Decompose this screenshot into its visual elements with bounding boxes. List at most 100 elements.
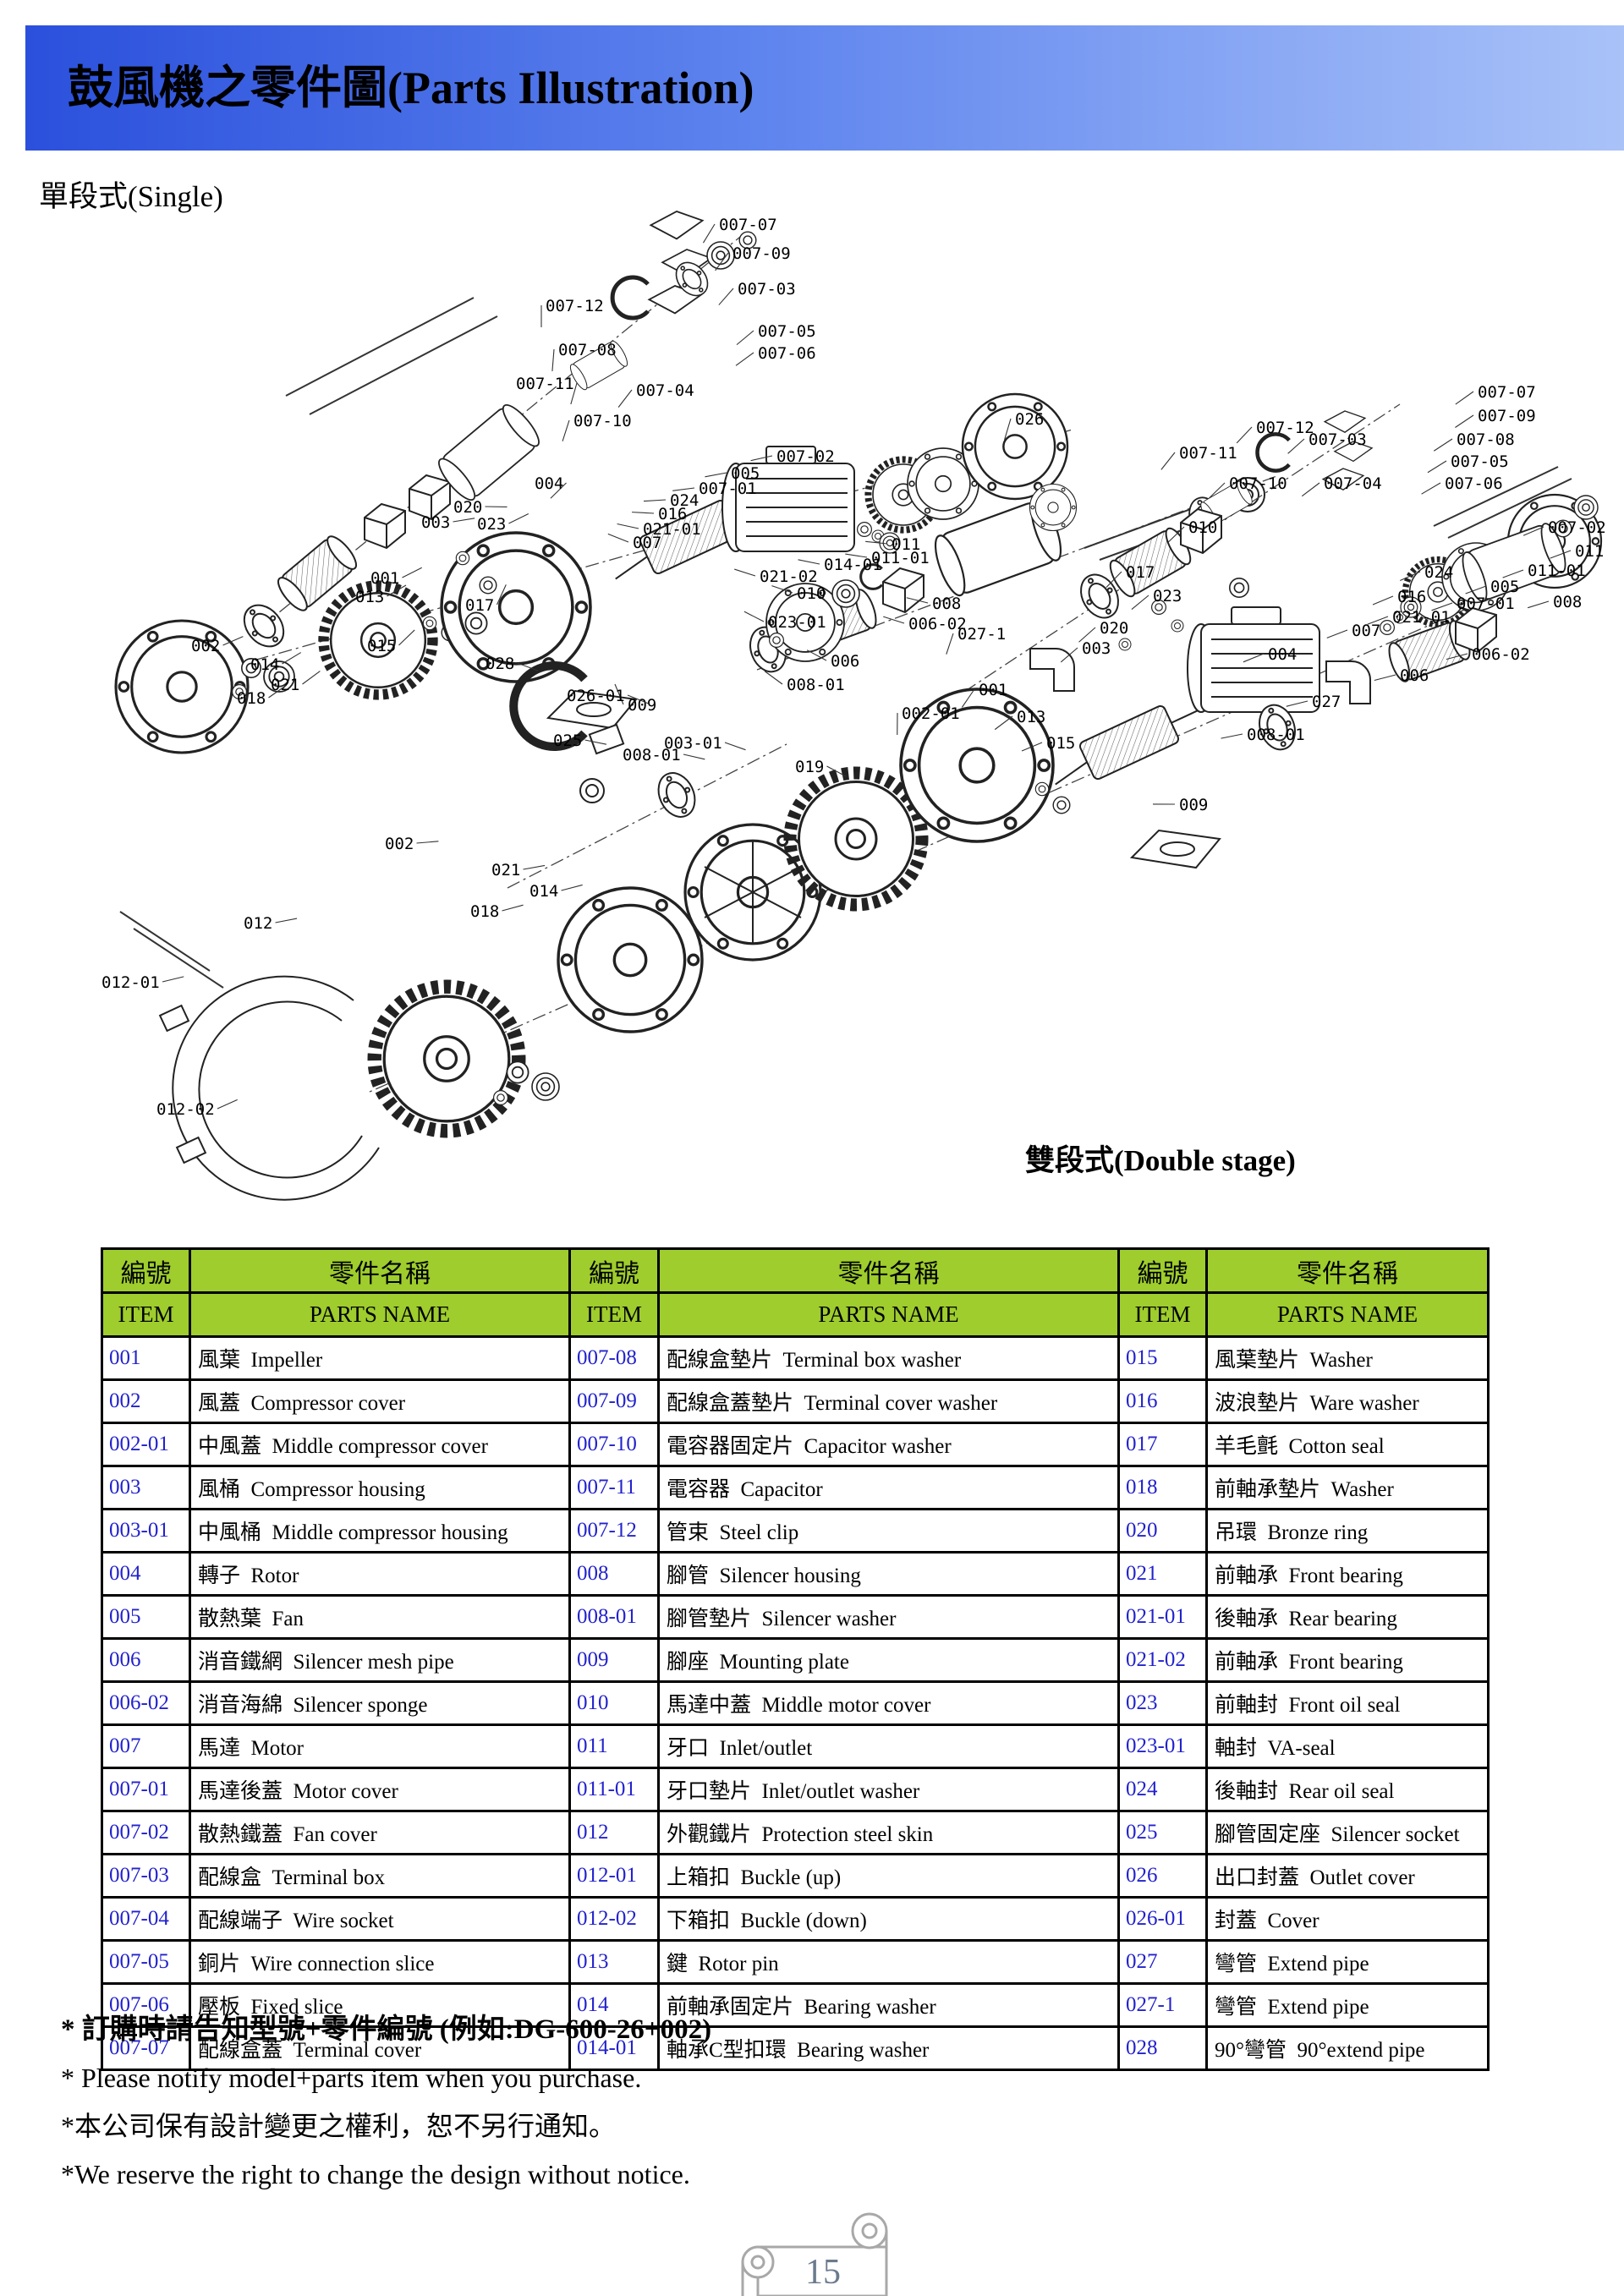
col-header-item-en: ITEM (101, 1291, 191, 1338)
label-leader-line (1221, 733, 1243, 739)
part-name-cell: 配線端子 Wire socket (189, 1896, 571, 1942)
part-label: 027-1 (957, 625, 1006, 644)
part-label: 024 (1424, 563, 1453, 582)
item-number-cell: 007 (101, 1723, 191, 1769)
label-leader-line (1502, 569, 1524, 578)
label-leader-line (1367, 616, 1389, 625)
part-label: 027 (1312, 693, 1341, 711)
col-header-name-zh: 零件名稱 (1205, 1247, 1490, 1294)
part-name-cell: 羊毛氈 Cotton seal (1205, 1422, 1490, 1467)
part-label: 026 (1015, 410, 1044, 429)
label-leader-line (496, 584, 507, 606)
label-leader-line (1167, 526, 1185, 543)
part-label: 018 (470, 902, 499, 921)
item-number-cell: 023-01 (1117, 1723, 1208, 1769)
part-label: 020 (453, 498, 482, 517)
note-line: *本公司保有設計變更之權利，恕不另行通知。 (61, 2111, 617, 2141)
part-label: 007-07 (719, 216, 777, 234)
label-leader-line (1446, 653, 1468, 660)
page-number: 15 (805, 2253, 841, 2292)
part-label: 001 (370, 569, 399, 588)
part-name-cell: 風蓋 Compressor cover (189, 1378, 571, 1424)
part-label: 014 (529, 882, 558, 901)
label-leader-line (1433, 438, 1453, 452)
item-number-cell: 013 (568, 1939, 660, 1985)
item-number-cell: 007-09 (568, 1378, 660, 1424)
part-label: 007-07 (1478, 383, 1536, 402)
part-name-cell: 中風蓋 Middle compressor cover (189, 1422, 571, 1467)
item-number-cell: 012-02 (568, 1896, 660, 1942)
part-label: 023 (477, 515, 506, 534)
item-number-cell: 003-01 (101, 1508, 191, 1553)
item-number-cell: 021 (1117, 1551, 1208, 1597)
part-label: 007-10 (1229, 474, 1287, 493)
item-number-cell: 001 (101, 1335, 191, 1381)
part-name-cell: 吊環 Bronze ring (1205, 1508, 1490, 1553)
part-label: 001 (979, 681, 1007, 699)
part-label: 028 (486, 655, 514, 673)
part-name-cell: 馬達後蓋 Motor cover (189, 1767, 571, 1812)
part-label: 026-01 (567, 687, 625, 705)
part-label: 009 (628, 696, 656, 715)
label-leader-line (416, 841, 439, 844)
part-name-cell: 腳管 Silencer housing (657, 1551, 1120, 1597)
part-name-cell: 前軸承 Front bearing (1205, 1551, 1490, 1597)
part-label: 007-11 (516, 375, 574, 393)
label-leader-line (302, 671, 321, 685)
part-name-cell: 消音海綿 Silencer sponge (189, 1680, 571, 1726)
label-leader-line (570, 382, 578, 405)
part-label: 008-01 (623, 746, 681, 764)
label-leader-line (1427, 460, 1447, 474)
label-leader-line (1060, 647, 1078, 663)
item-number-cell: 008 (568, 1551, 660, 1597)
label-leader-line (1209, 482, 1226, 499)
label-leader-line (453, 518, 475, 523)
table-header-row-zh: 編號 零件名稱 編號 零件名稱 編號 零件名稱 (101, 1247, 1490, 1294)
label-leader-line (1004, 418, 1012, 441)
part-label: 008-01 (1247, 726, 1305, 744)
label-leader-line (883, 616, 905, 624)
col-header-name-zh: 零件名稱 (657, 1247, 1120, 1294)
label-leader-line (1374, 674, 1396, 682)
part-label: 023 (1153, 587, 1182, 606)
label-leader-line (162, 976, 184, 983)
note-line: * Please notify model+parts item when yo… (61, 2063, 642, 2093)
item-number-cell: 010 (568, 1680, 660, 1726)
label-leader-line (508, 513, 529, 524)
item-number-cell: 007-02 (101, 1810, 191, 1855)
part-label: 011-01 (1528, 562, 1586, 580)
item-number-cell: 017 (1117, 1422, 1208, 1467)
part-label: 013 (355, 588, 384, 606)
part-label: 007-04 (1324, 474, 1382, 493)
part-label: 007-11 (1179, 444, 1237, 463)
part-label: 012 (244, 914, 272, 933)
label-leader-line (1465, 585, 1487, 595)
part-name-cell: 波浪墊片 Ware washer (1205, 1378, 1490, 1424)
part-label: 017 (1126, 563, 1155, 582)
part-label: 011 (1575, 542, 1604, 561)
part-label: 005 (1490, 578, 1519, 596)
item-number-cell: 021-01 (1117, 1594, 1208, 1640)
item-number-cell: 014-01 (568, 2025, 660, 2071)
part-label: 020 (1100, 619, 1128, 638)
part-label: 025 (553, 732, 582, 750)
part-label: 021 (491, 861, 520, 879)
part-name-cell: 配線盒蓋墊片 Terminal cover washer (657, 1378, 1120, 1424)
label-leader-line (994, 715, 1013, 731)
item-number-cell: 006 (101, 1637, 191, 1683)
item-number-cell: 007-03 (101, 1853, 191, 1899)
label-leader-line (826, 765, 847, 777)
part-label: 002 (191, 637, 220, 655)
part-name-cell: 配線盒蓋 Terminal cover (189, 2025, 571, 2071)
part-label: 012-01 (102, 973, 160, 992)
label-leader-line (865, 540, 888, 545)
label-leader-line (705, 472, 727, 478)
item-number-cell: 025 (1117, 1810, 1208, 1855)
part-label: 010 (1188, 518, 1217, 537)
part-name-cell: 風葉墊片 Washer (1205, 1335, 1490, 1381)
